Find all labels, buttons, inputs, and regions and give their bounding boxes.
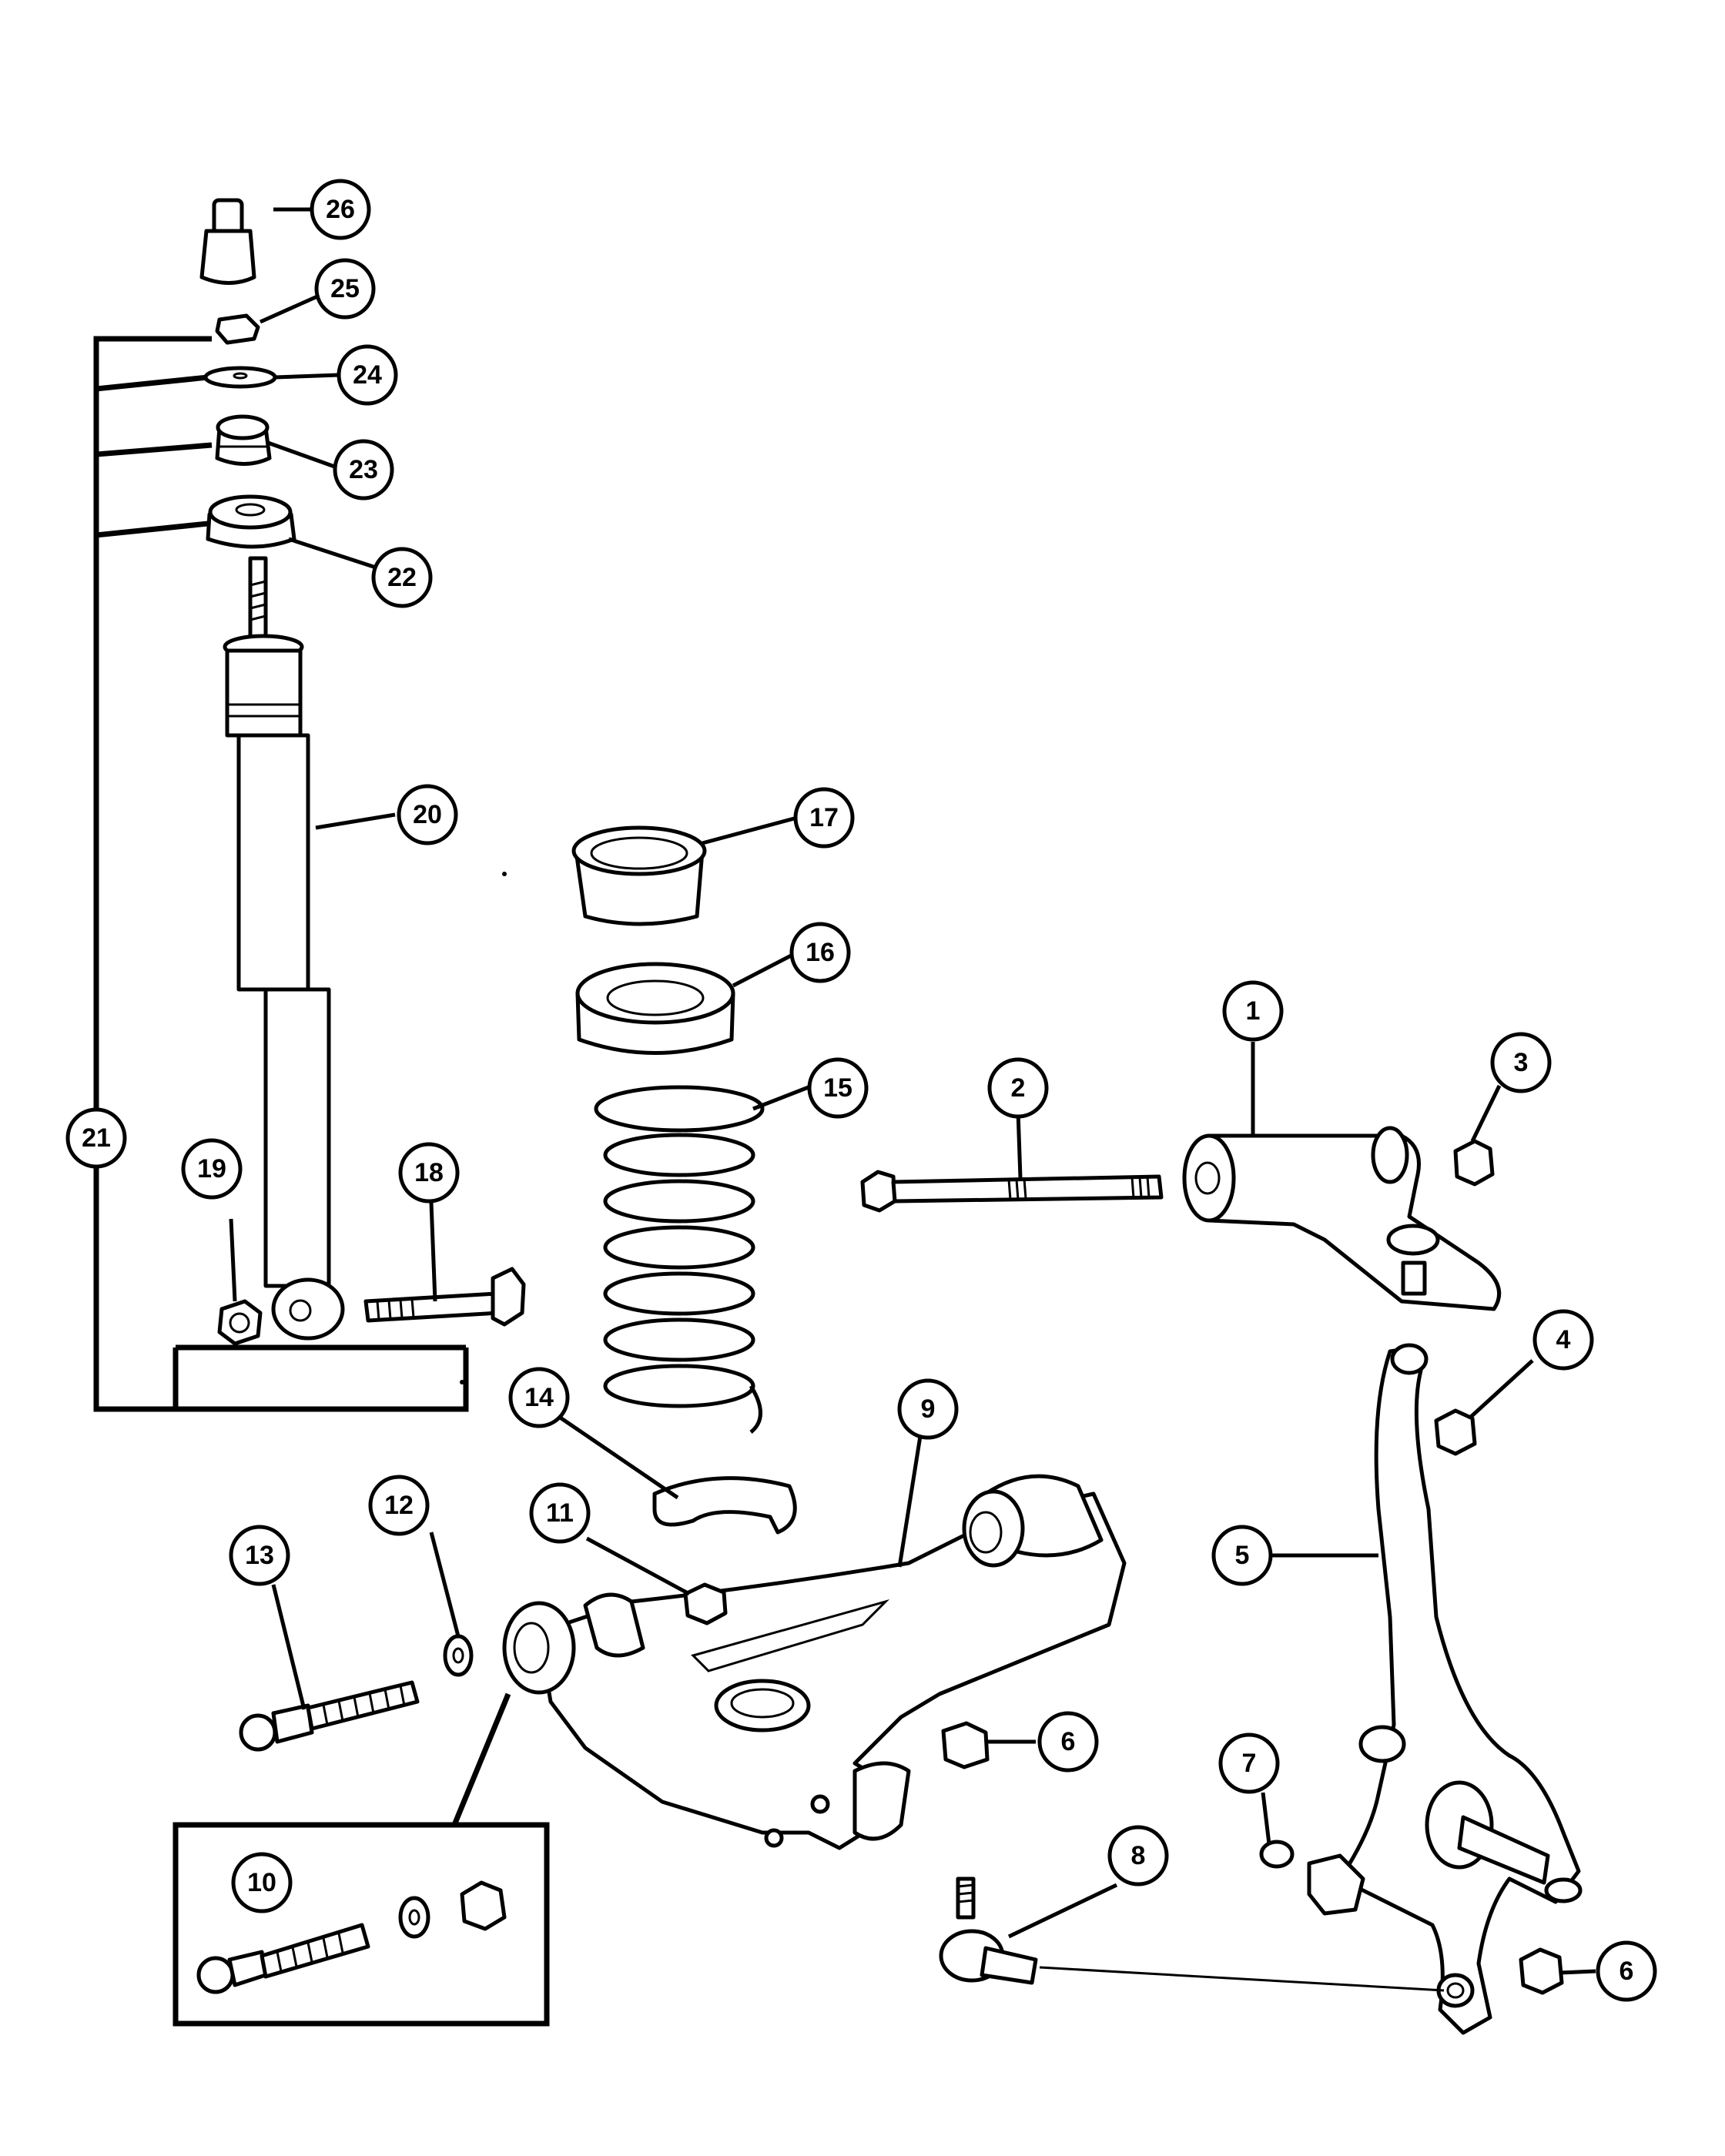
callout-3: 3 — [1490, 1032, 1552, 1093]
upper-spring-isolator-part — [571, 825, 707, 926]
callout-12: 12 — [368, 1475, 430, 1536]
callout-24: 24 — [337, 344, 398, 406]
callout-26: 26 — [310, 179, 371, 240]
bump-stop-part — [199, 198, 256, 285]
svg-text:24: 24 — [353, 360, 382, 390]
svg-text:6: 6 — [1619, 1957, 1634, 1986]
callout-15: 15 — [807, 1057, 869, 1119]
callout-7: 7 — [1218, 1732, 1280, 1794]
callout-9: 9 — [897, 1378, 959, 1440]
callout-20: 20 — [397, 784, 458, 845]
coil-spring-part — [594, 1085, 765, 1434]
shock-assembly-bracket — [93, 336, 469, 1412]
stray-dot — [460, 1380, 464, 1384]
callout-23: 23 — [333, 439, 394, 500]
svg-text:14: 14 — [524, 1383, 554, 1412]
callout-14: 14 — [508, 1367, 570, 1428]
svg-text:25: 25 — [330, 274, 360, 303]
upper-control-arm-part — [1182, 1126, 1502, 1311]
svg-text:6: 6 — [1061, 1727, 1076, 1756]
washer-part — [203, 366, 277, 389]
upper-arm-nut-part — [1453, 1139, 1495, 1187]
svg-text:9: 9 — [921, 1394, 936, 1424]
svg-text:4: 4 — [1556, 1325, 1571, 1354]
ball-joint-part — [939, 1876, 1445, 1992]
stray-dot — [502, 872, 507, 876]
callout-10: 10 — [231, 1852, 293, 1913]
callout-25: 25 — [314, 258, 376, 320]
knuckle-nut-part — [1434, 1408, 1477, 1456]
callout-5: 5 — [1211, 1525, 1273, 1586]
callout-6a: 6 — [1037, 1711, 1099, 1773]
nut-part — [215, 313, 260, 345]
shock-absorber-part — [223, 556, 345, 1341]
svg-text:15: 15 — [823, 1073, 852, 1103]
svg-text:5: 5 — [1235, 1541, 1250, 1570]
nut-part-6b — [1519, 1947, 1564, 1995]
svg-text:18: 18 — [414, 1158, 444, 1187]
leader-lines — [96, 207, 1596, 1975]
cam-bolt-kit-box — [172, 1692, 550, 2027]
callout-2: 2 — [987, 1057, 1049, 1119]
callout-1: 1 — [1222, 980, 1284, 1042]
svg-text:22: 22 — [387, 563, 417, 592]
lower-insulator-part — [206, 494, 296, 549]
callout-19: 19 — [181, 1138, 243, 1200]
lower-control-arm-part — [502, 1474, 1127, 1850]
svg-text:26: 26 — [326, 195, 355, 224]
lower-shock-bolt-part — [363, 1267, 526, 1327]
callout-22: 22 — [371, 547, 433, 608]
nut-part-6a — [941, 1721, 990, 1769]
callout-18: 18 — [398, 1142, 460, 1204]
spring-seat-part — [575, 962, 735, 1055]
svg-text:21: 21 — [82, 1123, 111, 1153]
svg-text:17: 17 — [809, 803, 839, 832]
svg-text:23: 23 — [349, 455, 378, 484]
washer-part-12 — [443, 1634, 474, 1677]
bushing-part — [1259, 1840, 1295, 1869]
callout-8: 8 — [1107, 1825, 1169, 1886]
svg-text:7: 7 — [1242, 1749, 1257, 1778]
lower-shock-nut-part — [217, 1299, 263, 1346]
callout-11: 11 — [529, 1482, 591, 1544]
svg-text:12: 12 — [384, 1491, 414, 1520]
svg-text:11: 11 — [546, 1498, 574, 1528]
svg-text:3: 3 — [1514, 1048, 1529, 1077]
callout-13: 13 — [229, 1525, 290, 1586]
svg-text:2: 2 — [1011, 1073, 1026, 1103]
lower-spring-insulator-part — [652, 1476, 797, 1535]
control-arm-nut-part — [683, 1582, 728, 1625]
upper-arm-bolt-part — [860, 1170, 1164, 1213]
svg-text:8: 8 — [1131, 1841, 1146, 1870]
callout-16: 16 — [789, 922, 851, 983]
svg-text:19: 19 — [197, 1154, 226, 1183]
svg-text:1: 1 — [1246, 996, 1261, 1026]
svg-text:10: 10 — [247, 1868, 276, 1897]
cam-bolt-part — [239, 1680, 420, 1752]
svg-text:20: 20 — [413, 800, 442, 829]
callout-17: 17 — [793, 787, 855, 849]
svg-text:16: 16 — [806, 938, 835, 967]
svg-text:13: 13 — [245, 1541, 274, 1570]
upper-insulator-part — [215, 414, 272, 466]
callout-21: 21 — [65, 1107, 127, 1169]
callout-4: 4 — [1532, 1309, 1594, 1371]
callout-6b: 6 — [1596, 1940, 1657, 2002]
steering-knuckle-part — [1307, 1343, 1583, 2035]
